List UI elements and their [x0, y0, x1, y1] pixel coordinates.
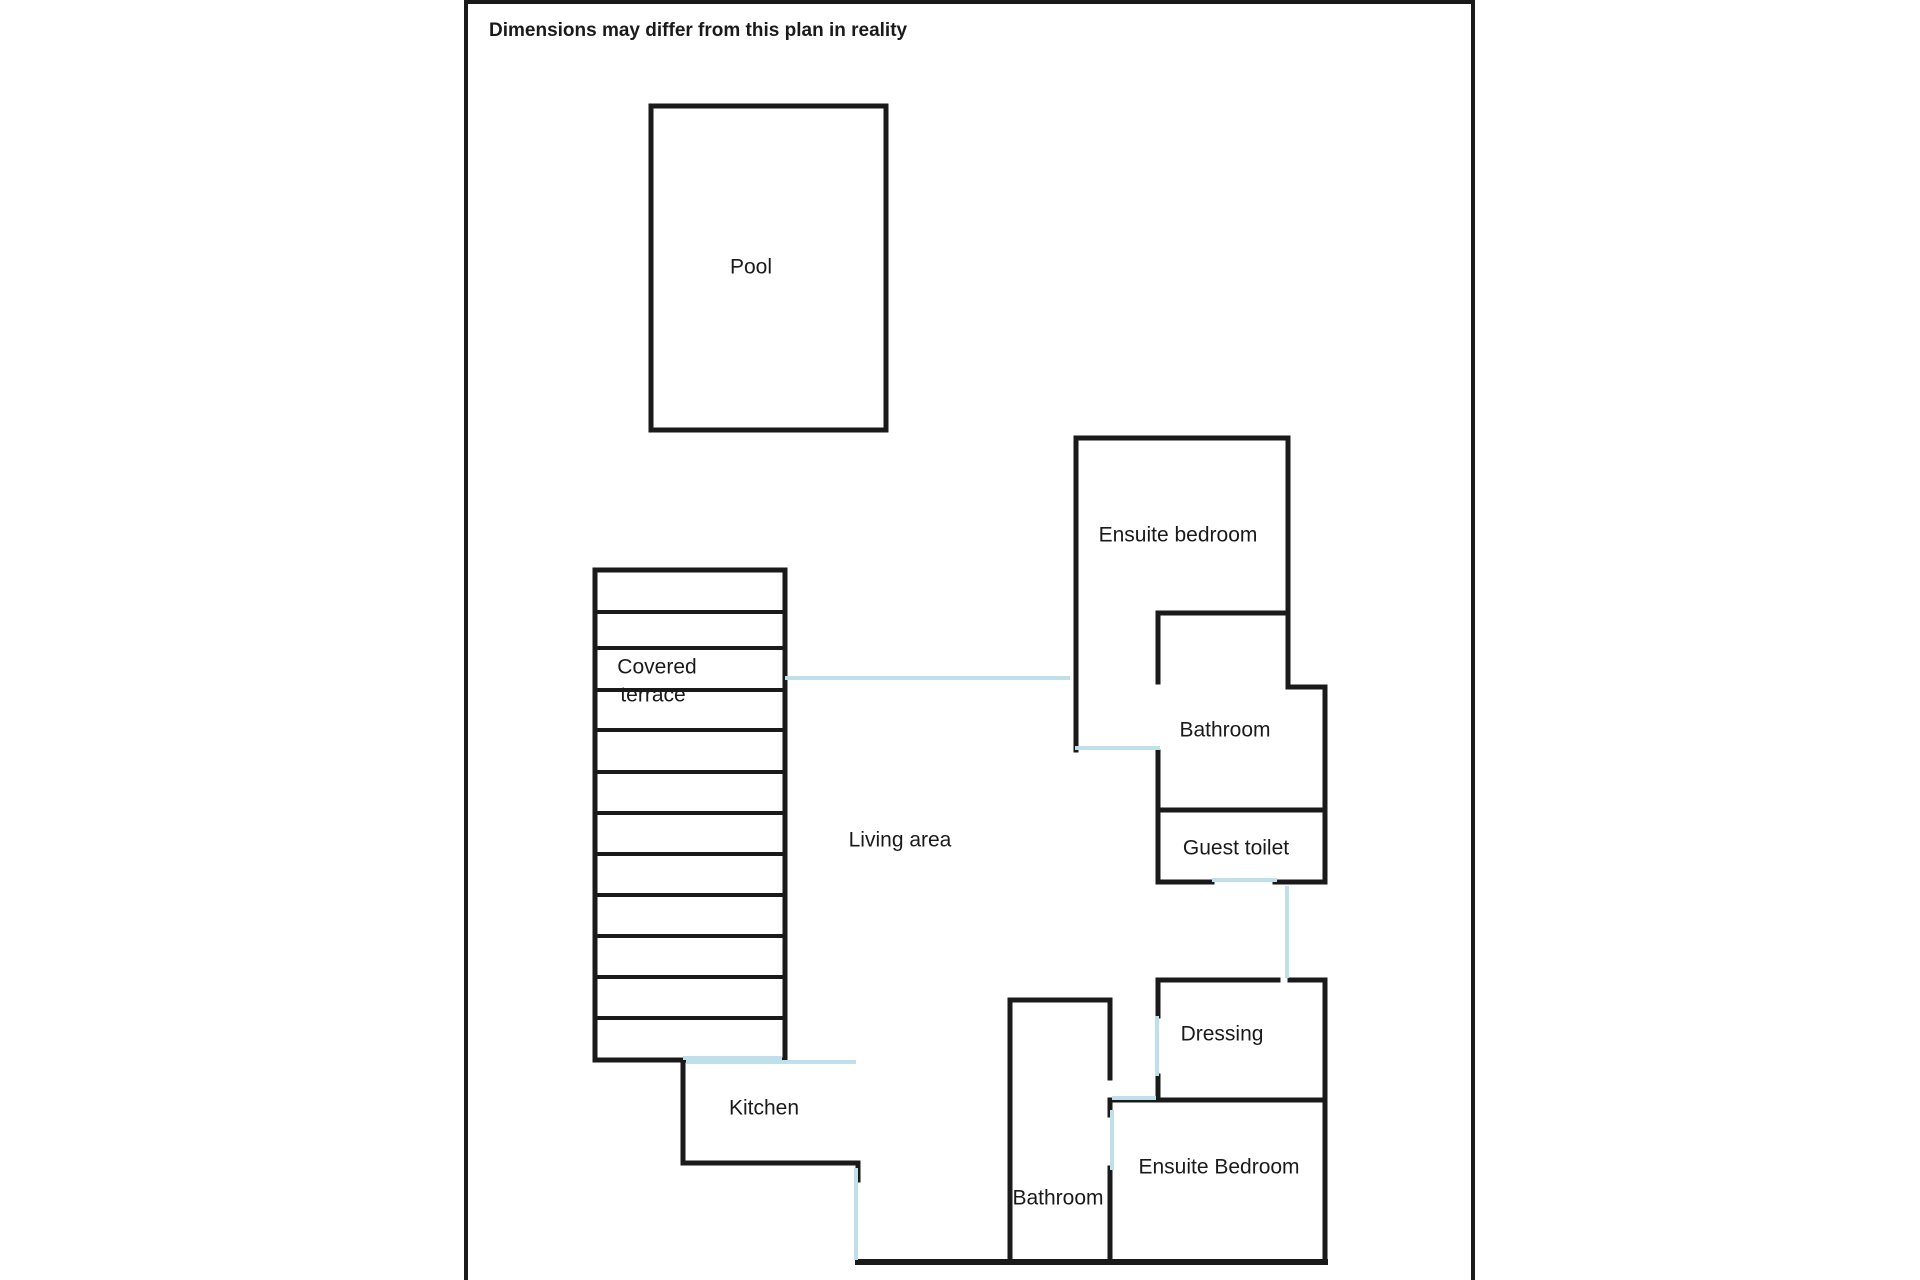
plan-disclaimer: Dimensions may differ from this plan in … — [489, 20, 908, 41]
room-label-bathroom-lower: Bathroom — [1012, 1187, 1103, 1210]
room-label-pool: Pool — [730, 256, 772, 279]
room-label-guest-toilet: Guest toilet — [1183, 837, 1289, 860]
room-label-dressing: Dressing — [1181, 1023, 1264, 1046]
room-label-living-area: Living area — [849, 829, 952, 852]
room-label-kitchen: Kitchen — [729, 1097, 799, 1120]
room-label-ensuite-bedroom-upper: Ensuite bedroom — [1099, 524, 1258, 547]
room-label-ensuite-bedroom-lower: Ensuite Bedroom — [1138, 1156, 1299, 1179]
walls-group — [592, 103, 1328, 1265]
doors-group — [683, 676, 1289, 1260]
room-label-covered-terrace-line2: terrace — [620, 684, 685, 707]
room-label-bathroom-upper: Bathroom — [1179, 719, 1270, 742]
room-label-covered-terrace: Covered — [617, 656, 696, 679]
plan-border — [464, 0, 1475, 1280]
pool-outline — [648, 103, 889, 433]
